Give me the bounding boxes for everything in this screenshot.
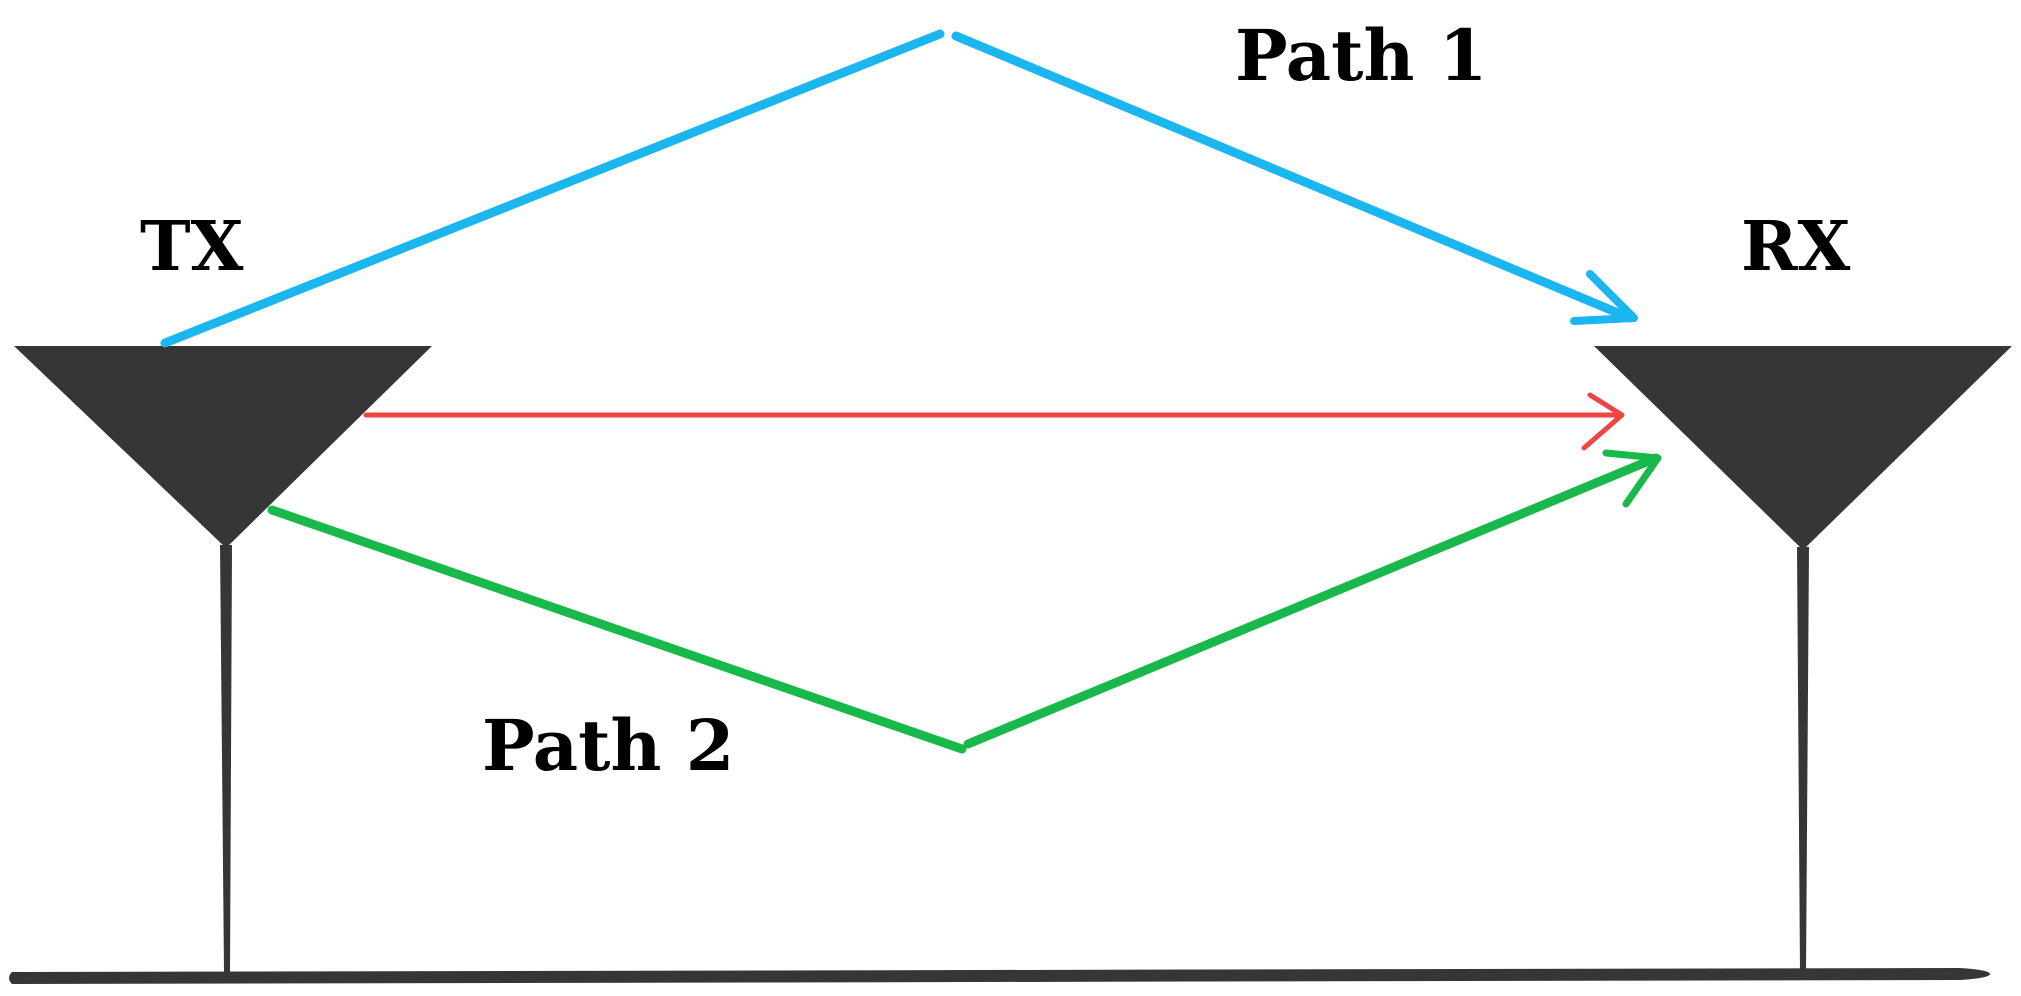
direct-arrowhead bbox=[1581, 392, 1625, 451]
path2-label: Path 2 bbox=[482, 704, 734, 787]
direct-ray bbox=[363, 392, 1625, 451]
rx-label: RX bbox=[1741, 207, 1851, 287]
path2-reflected-segment bbox=[963, 453, 1661, 749]
rx-antenna-mast bbox=[1797, 547, 1809, 972]
path2-arrowhead bbox=[1602, 449, 1662, 508]
path2-ray bbox=[267, 449, 1662, 754]
path1-reflected-segment bbox=[951, 31, 1635, 323]
tx-label: TX bbox=[140, 207, 244, 287]
tx-antenna-head bbox=[14, 346, 432, 548]
path1-incident-segment bbox=[160, 29, 945, 348]
path1-arrowhead bbox=[1570, 270, 1638, 325]
tx-antenna bbox=[14, 346, 432, 972]
rx-antenna-head bbox=[1594, 346, 2012, 550]
path1-ray bbox=[160, 29, 1638, 348]
path1-label: Path 1 bbox=[1235, 14, 1487, 97]
ground-line bbox=[9, 968, 1990, 984]
rx-antenna bbox=[1594, 346, 2012, 972]
path2-incident-segment bbox=[267, 505, 967, 754]
tx-antenna-mast bbox=[220, 545, 232, 972]
